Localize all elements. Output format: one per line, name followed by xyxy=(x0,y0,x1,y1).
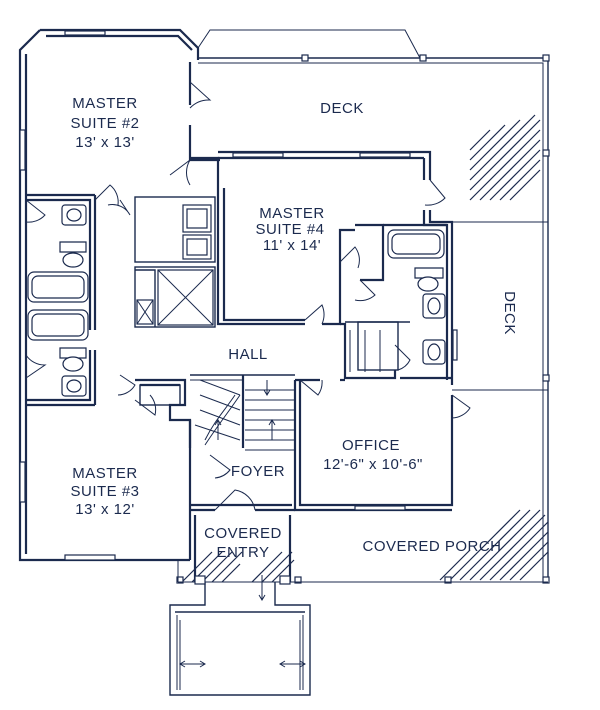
master-suite-3-size: 13' x 12' xyxy=(75,501,134,518)
master-suite-3-label: MASTER xyxy=(72,465,138,482)
covered-entry-label-2: ENTRY xyxy=(216,544,269,561)
stair-treads xyxy=(190,379,295,451)
office-label: OFFICE xyxy=(342,437,400,454)
bath-fixtures xyxy=(27,204,446,397)
hall-label: HALL xyxy=(228,346,268,363)
deck-right-label: DECK xyxy=(501,291,518,335)
door-swings xyxy=(25,81,471,511)
master-suite-4-label-2: SUITE #4 xyxy=(255,221,324,238)
deck-top-label: DECK xyxy=(320,100,364,117)
master-suite-4-size: 11' x 14' xyxy=(263,237,321,254)
covered-entry-label: COVERED xyxy=(204,525,282,542)
master-suite-4-label: MASTER xyxy=(259,205,325,222)
office-size: 12'-6" x 10'-6" xyxy=(323,456,423,473)
stair-arrows xyxy=(179,380,306,668)
master-suite-2-size: 13' x 13' xyxy=(75,134,134,151)
foyer-label: FOYER xyxy=(231,463,285,480)
deck-hatch xyxy=(469,114,541,201)
master-suite-3-label-2: SUITE #3 xyxy=(70,483,139,500)
interior-walls xyxy=(26,150,454,696)
master-suite-2-label-2: SUITE #2 xyxy=(70,115,139,132)
toilet-icon xyxy=(62,252,84,268)
windows xyxy=(19,30,458,561)
master-suite-2-label: MASTER xyxy=(72,95,138,112)
covered-porch-label: COVERED PORCH xyxy=(362,538,501,555)
room-labels: MASTER SUITE #2 13' x 13' DECK MASTER SU… xyxy=(70,95,518,561)
